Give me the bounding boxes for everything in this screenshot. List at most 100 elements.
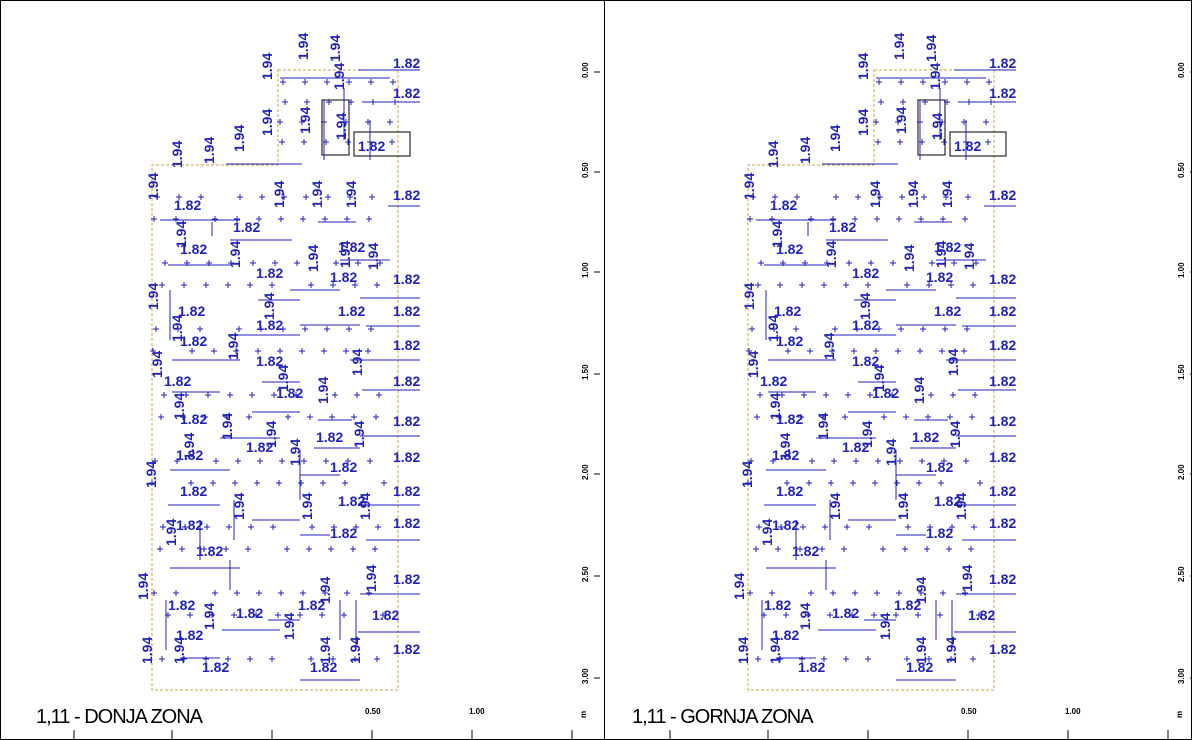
height-label: 1.94 (867, 181, 883, 208)
width-label: 1.82 (776, 483, 803, 499)
width-label: 1.82 (829, 219, 856, 235)
plus-marker (747, 590, 753, 596)
plus-marker (769, 590, 775, 596)
height-label: 1.94 (891, 33, 907, 60)
height-label: 1.94 (357, 493, 373, 520)
height-label: 1.94 (201, 603, 217, 630)
plus-marker (798, 414, 804, 420)
plus-marker (755, 282, 761, 288)
width-label: 1.82 (316, 429, 343, 445)
plus-marker (880, 546, 886, 552)
right-scale-label: 3.00 (581, 668, 590, 684)
plus-marker (944, 99, 950, 105)
width-label: 1.82 (772, 447, 799, 463)
scale-label-050: 0.50 (961, 707, 977, 716)
width-label: 1.82 (842, 439, 869, 455)
beam-detail-rect (949, 131, 1007, 157)
plus-marker (784, 480, 790, 486)
connector-group (160, 69, 420, 681)
width-label: 1.82 (393, 515, 420, 531)
height-label: 1.94 (857, 293, 873, 320)
plus-marker (175, 326, 181, 332)
plus-marker (209, 612, 215, 618)
width-label: 1.82 (798, 659, 825, 675)
height-label: 1.94 (821, 333, 837, 360)
plus-marker (745, 480, 751, 486)
plus-marker (896, 590, 902, 596)
plus-marker (154, 194, 160, 200)
right-scale-label: 2.00 (1177, 464, 1186, 480)
plus-marker (157, 546, 163, 552)
plus-marker (344, 590, 350, 596)
plus-marker (895, 119, 901, 125)
plus-marker (367, 458, 373, 464)
plus-marker (223, 546, 229, 552)
height-label: 1.94 (939, 181, 955, 208)
plus-marker (977, 480, 983, 486)
plus-marker (387, 119, 393, 125)
plus-marker (949, 524, 955, 530)
height-label: 1.94 (149, 351, 165, 378)
plus-marker (294, 260, 300, 266)
right-scale-label: 2.00 (581, 464, 590, 480)
width-label: 1.82 (989, 413, 1016, 429)
plus-marker (753, 546, 759, 552)
plus-marker (255, 348, 261, 354)
plus-marker (964, 79, 970, 85)
plus-marker (965, 194, 971, 200)
plus-marker (920, 79, 926, 85)
plus-marker (188, 480, 194, 486)
width-label: 1.82 (764, 597, 791, 613)
width-label: 1.82 (393, 641, 420, 657)
scale-unit-label: m (579, 711, 588, 718)
height-label: 1.94 (883, 439, 899, 466)
plus-marker (276, 480, 282, 486)
height-label: 1.94 (347, 637, 363, 664)
plus-marker (301, 458, 307, 464)
plus-marker (926, 282, 932, 288)
plus-marker (899, 194, 905, 200)
plus-marker (777, 656, 783, 662)
height-label: 1.94 (943, 637, 959, 664)
width-label: 1.82 (776, 241, 803, 257)
plus-marker (201, 546, 207, 552)
plus-marker (819, 546, 825, 552)
plus-marker (380, 612, 386, 618)
plus-marker (179, 546, 185, 552)
height-label: 1.94 (947, 421, 963, 448)
plus-marker (850, 480, 856, 486)
plus-marker (942, 326, 948, 332)
plus-marker (769, 216, 775, 222)
plus-marker (865, 282, 871, 288)
height-label: 1.94 (953, 493, 969, 520)
plus-marker (939, 348, 945, 354)
plus-marker (783, 612, 789, 618)
plus-marker (851, 348, 857, 354)
plus-marker (236, 326, 242, 332)
height-label: 1.94 (135, 573, 151, 600)
plus-marker (918, 216, 924, 222)
plus-marker (324, 326, 330, 332)
plus-marker (203, 656, 209, 662)
plus-marker (852, 216, 858, 222)
plus-marker (872, 480, 878, 486)
plus-marker (925, 414, 931, 420)
plus-marker (970, 656, 976, 662)
width-label: 1.82 (989, 303, 1016, 319)
height-label: 1.94 (913, 577, 929, 604)
plus-marker (374, 282, 380, 288)
plus-marker (986, 79, 992, 85)
height-label: 1.94 (271, 181, 287, 208)
width-label: 1.82 (393, 187, 420, 203)
plus-marker (225, 282, 231, 288)
plus-marker (964, 326, 970, 332)
plus-marker (963, 458, 969, 464)
plus-marker (279, 139, 285, 145)
plus-marker (329, 414, 335, 420)
plus-marker (895, 348, 901, 354)
height-label: 1.94 (759, 519, 775, 546)
plus-marker (325, 194, 331, 200)
plus-marker (202, 414, 208, 420)
plus-marker (915, 612, 921, 618)
plus-marker-group (149, 79, 398, 662)
